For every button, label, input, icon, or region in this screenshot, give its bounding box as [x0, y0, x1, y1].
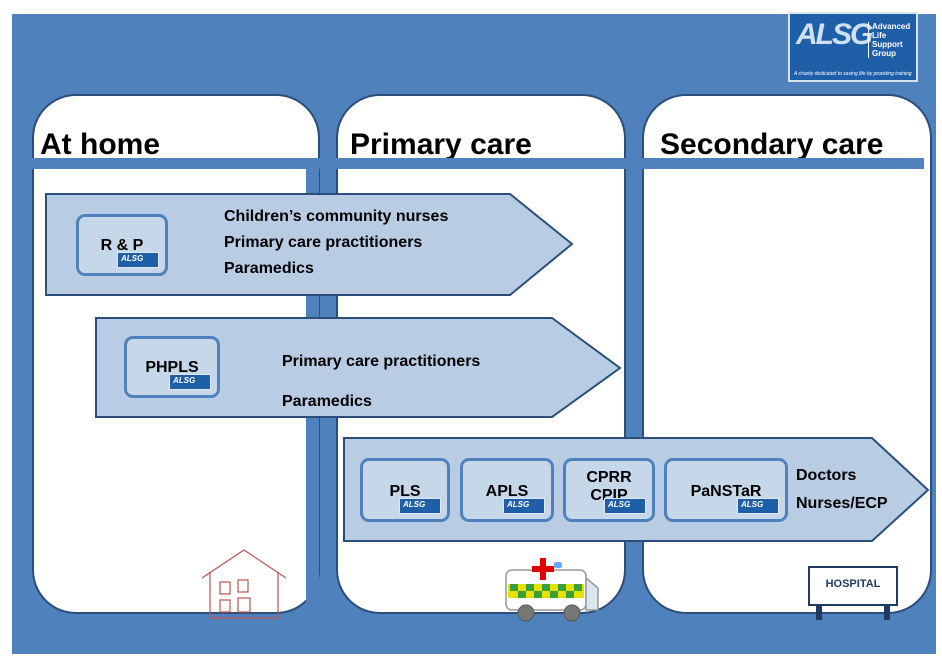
course-box-apls: APLS ALSG [460, 458, 554, 522]
arrow-3-text: Doctors Nurses/ECP [796, 467, 888, 512]
pathway-arrow-1 [45, 193, 574, 296]
alsg-mini-logo: ALSG [604, 498, 646, 514]
arrow-2-text: Primary care practitioners Paramedics [282, 353, 481, 410]
column-title-secondary-care: Secondary care [660, 128, 884, 161]
alsg-mini-logo: ALSG [737, 498, 779, 514]
column-title-primary-care: Primary care [350, 128, 532, 161]
alsg-mini-logo: ALSG [399, 498, 441, 514]
alsg-logo: ALSG Advanced Life Support Group A chari… [788, 12, 918, 82]
column-title-at-home: At home [40, 128, 160, 161]
course-box-pls: PLS ALSG [360, 458, 450, 522]
pathway-arrow-2 [95, 317, 622, 418]
course-box-r-and-p: R & P ALSG [76, 214, 168, 276]
alsg-logo-mark: ALSG [796, 18, 873, 51]
course-label: PHPLS [145, 359, 199, 376]
timeline-horizontal-band [22, 158, 924, 169]
course-label: PLS [389, 483, 421, 500]
alsg-mini-logo: ALSG [503, 498, 545, 514]
course-box-panstar: PaNSTaR ALSG [664, 458, 788, 522]
alsg-mini-logo: ALSG [169, 374, 211, 390]
ambulance-icon [505, 558, 599, 622]
hospital-sign: HOSPITAL [808, 566, 900, 622]
arrow-1-text: Children’s community nurses Primary care… [224, 208, 449, 277]
alsg-logo-name: Advanced Life Support Group [868, 22, 910, 58]
course-label: PaNSTaR [690, 483, 762, 500]
alsg-logo-tagline: A charity dedicated to saving life by pr… [794, 71, 912, 77]
course-label: APLS [485, 483, 529, 500]
course-box-cprr-cpip: CPRR CPIP ALSG [563, 458, 655, 522]
hospital-sign-label: HOSPITAL [825, 578, 881, 590]
alsg-mini-logo: ALSG [117, 252, 159, 268]
house-icon [201, 549, 287, 619]
course-label: R & P [100, 237, 144, 254]
course-box-phpls: PHPLS ALSG [124, 336, 220, 398]
